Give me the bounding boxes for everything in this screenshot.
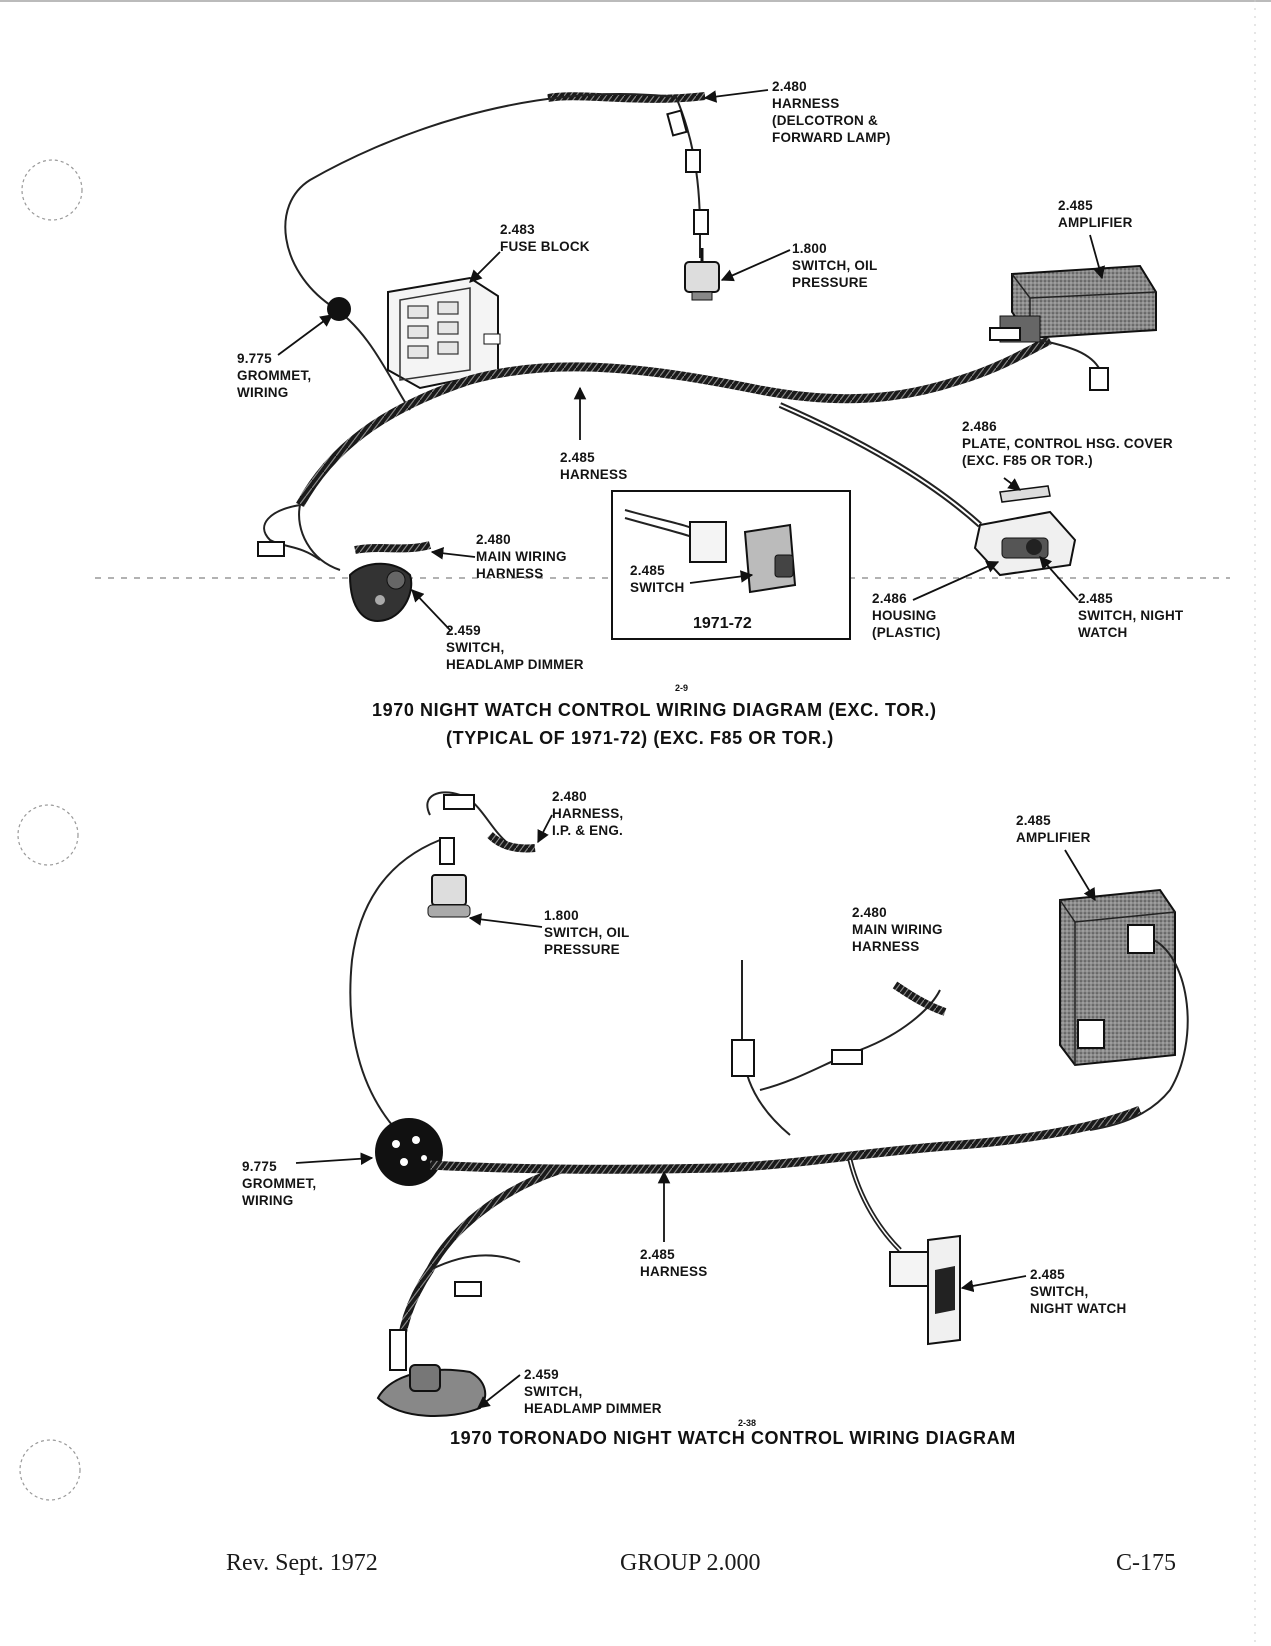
night-watch-switch-2 (889, 1234, 961, 1346)
oil-pressure-switch-2 (427, 874, 471, 918)
diagram-2-artwork (295, 791, 1189, 1417)
amplifier-1 (999, 264, 1157, 343)
caption-1-line-1: 1970 NIGHT WATCH CONTROL WIRING DIAGRAM … (372, 700, 937, 720)
label-dimmer-1: 2.459 SWITCH, HEADLAMP DIMMER (446, 623, 584, 672)
main-harness-braid-1 (296, 335, 1053, 508)
label-night-watch-switch-1: 2.485 SWITCH, NIGHT WATCH (1078, 591, 1184, 640)
harness-to-dimmer (298, 504, 341, 571)
ip-harness-braid (487, 832, 536, 853)
main-harness-braid-2 (429, 1105, 1142, 1174)
caption-1-line-2: (TYPICAL OF 1971-72) (EXC. F85 OR TOR.) (446, 728, 834, 748)
label-grommet-2: 9.775 GROMMET, WIRING (242, 1159, 317, 1208)
left-connector-wire (263, 504, 321, 561)
grommet-loop-wire (284, 93, 677, 411)
harness-to-dimmer-2 (396, 1166, 562, 1361)
leader-fuse-block (469, 251, 501, 283)
binder-holes (17, 159, 83, 1501)
inset-1971-72 (611, 490, 851, 640)
leader-oil-switch-2 (468, 913, 543, 928)
amplifier-lead (1039, 339, 1101, 371)
label-harness-delcotron: 2.480 HARNESS (DELCOTRON & FORWARD LAMP) (772, 79, 891, 145)
diagram-1-artwork (257, 89, 1157, 640)
caption-2: 1970 TORONADO NIGHT WATCH CONTROL WIRING… (450, 1428, 1016, 1448)
inset-title: 1971-72 (693, 615, 752, 632)
label-plate: 2.486 PLATE, CONTROL HSG. COVER (EXC. F8… (962, 419, 1173, 468)
leader-night-switch-2 (960, 1275, 1027, 1293)
cover-plate (999, 485, 1051, 503)
leader-night-switch-1 (1039, 556, 1079, 601)
dimmer-wires-2 (429, 1254, 521, 1271)
leader-oil-switch-1 (720, 249, 791, 282)
headlamp-dimmer-switch-1 (348, 562, 413, 622)
label-oil-switch-2: 1.800 SWITCH, OIL PRESSURE (544, 908, 630, 957)
label-harness-ip: 2.480 HARNESS, I.P. & ENG. (552, 789, 624, 838)
grommet-2 (375, 1118, 443, 1186)
main-wiring-connector-2 (831, 1049, 863, 1065)
connector-2 (685, 149, 701, 173)
figure-number-2: 2-38 (738, 1418, 757, 1428)
antenna-connector (731, 1039, 755, 1077)
leader-amplifier-1 (1089, 234, 1106, 280)
main-wiring-braid (354, 541, 432, 554)
loop-wire-2 (349, 839, 441, 1133)
amplifier-2 (1059, 888, 1176, 1067)
grommet-1 (327, 297, 351, 321)
amplifier-connector (1089, 367, 1109, 391)
main-wiring-braid-2 (892, 981, 947, 1016)
binder-hole-middle (17, 804, 79, 866)
figure-number-1: 2-9 (675, 683, 689, 693)
label-grommet-1: 9.775 GROMMET, WIRING (237, 351, 312, 400)
label-main-wiring-1: 2.480 MAIN WIRING HARNESS (476, 532, 567, 581)
leader-inset-switch (689, 570, 754, 584)
oil-pressure-switch-1 (684, 248, 720, 301)
footer-group: GROUP 2.000 (620, 1550, 761, 1576)
label-amplifier-2: 2.485 AMPLIFIER (1016, 813, 1091, 845)
label-harness-1: 2.485 HARNESS (560, 450, 628, 482)
label-oil-switch-1: 1.800 SWITCH, OIL PRESSURE (792, 241, 878, 290)
dimmer-connector-2 (454, 1281, 482, 1297)
binder-hole-top (21, 159, 83, 221)
leader-main-wiring-1 (430, 547, 476, 560)
label-dimmer-2: 2.459 SWITCH, HEADLAMP DIMMER (524, 1367, 662, 1416)
leader-plate (1003, 477, 1022, 491)
label-night-watch-switch-2: 2.485 SWITCH, NIGHT WATCH (1030, 1267, 1127, 1316)
ip-connector-a (443, 794, 475, 810)
amplifier-plug (989, 327, 1021, 341)
label-housing-1: 2.486 HOUSING (PLASTIC) (872, 591, 941, 640)
leader-dimmer-2 (477, 1374, 521, 1409)
night-switch-wires (847, 1159, 902, 1252)
leader-amplifier-2 (1064, 849, 1096, 902)
leader-dimmer-1 (411, 589, 451, 631)
footer-page-number: C-175 (1116, 1550, 1176, 1576)
binder-hole-bottom (19, 1439, 81, 1501)
oil-switch-connector (439, 837, 455, 865)
label-harness-2: 2.485 HARNESS (640, 1247, 708, 1279)
leader-harness-ip (537, 814, 553, 844)
label-fuse-block: 2.483 FUSE BLOCK (500, 222, 590, 254)
leader-housing-1 (912, 560, 1000, 601)
leader-harness-delcotron (703, 89, 769, 103)
label-inset-switch: 2.485 SWITCH (630, 563, 685, 595)
main-wiring-lead-2 (759, 989, 941, 1091)
leader-grommet-2 (295, 1152, 374, 1166)
left-connector (257, 541, 285, 557)
footer-revision: Rev. Sept. 1972 (226, 1550, 378, 1576)
leader-grommet-1 (277, 314, 334, 356)
amplifier-2-leads (1089, 939, 1189, 1131)
headlamp-dimmer-switch-2 (376, 1329, 487, 1417)
label-amplifier-1: 2.485 AMPLIFIER (1058, 198, 1133, 230)
connector-3 (693, 209, 709, 235)
connector-1 (666, 109, 688, 137)
label-main-wiring-2: 2.480 MAIN WIRING HARNESS (852, 905, 943, 954)
fuse-block (387, 276, 501, 390)
